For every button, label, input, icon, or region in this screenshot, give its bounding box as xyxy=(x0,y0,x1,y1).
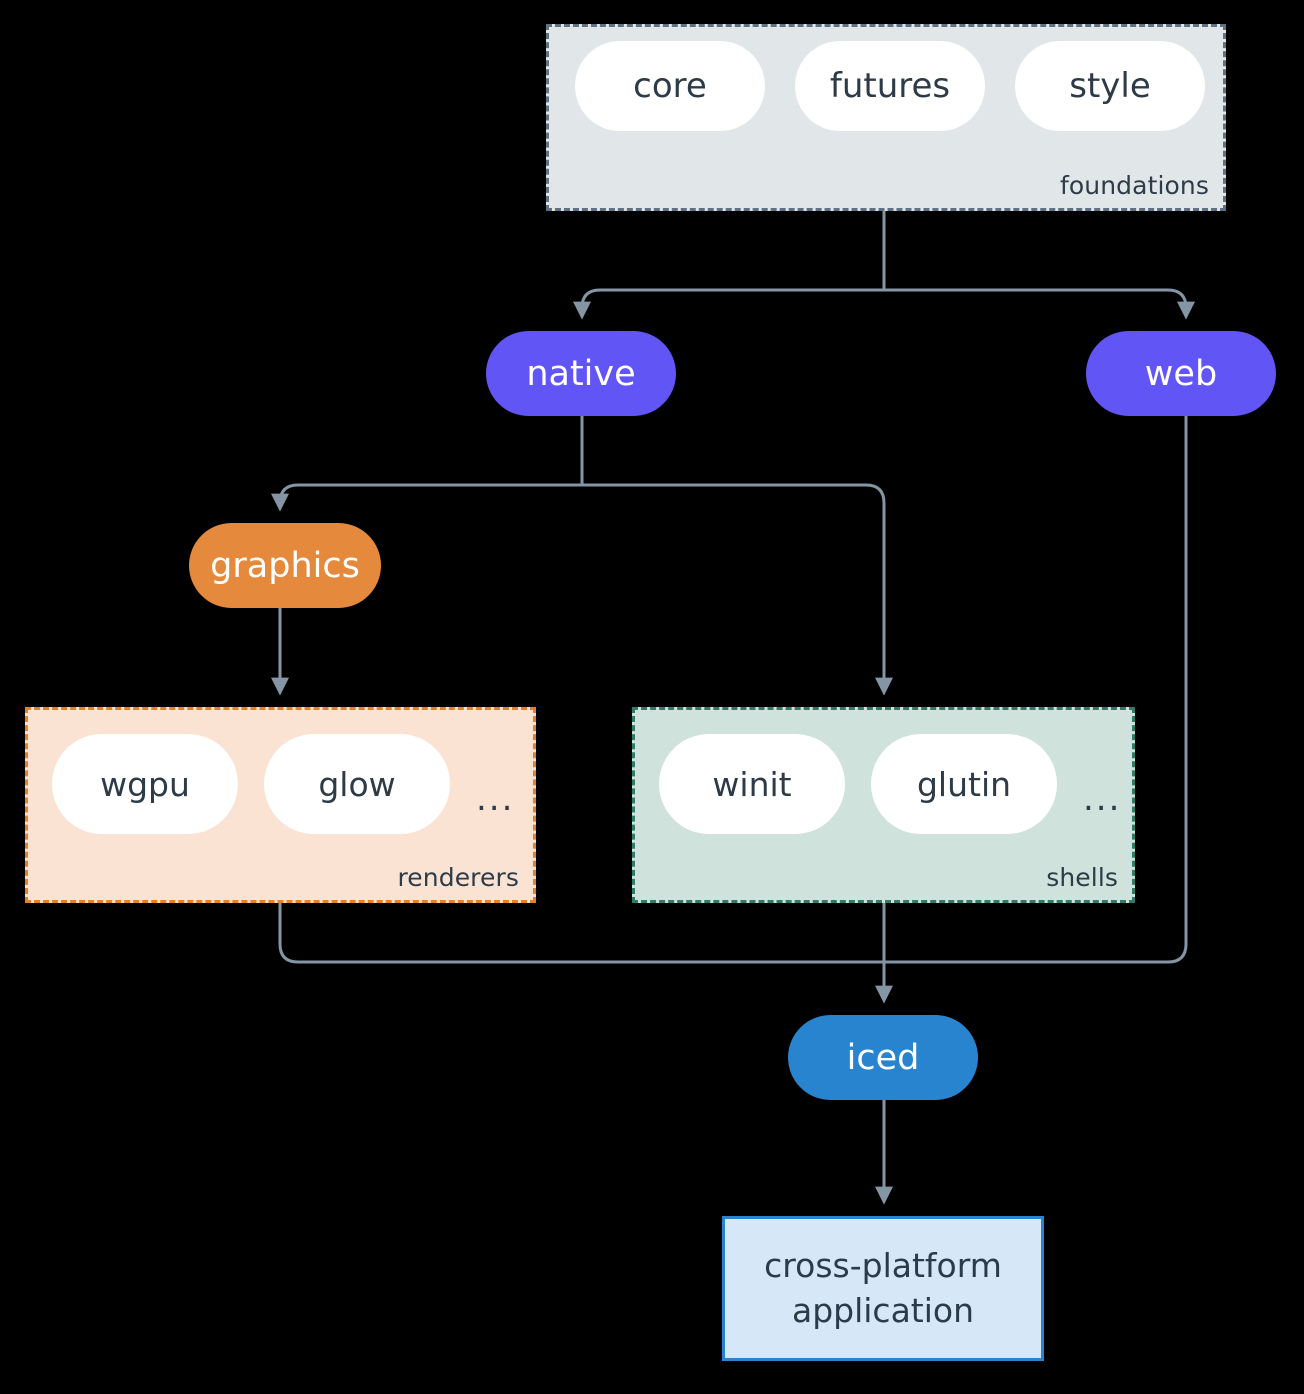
group-foundations: core futures style foundations xyxy=(546,24,1226,211)
node-cross-platform-application[interactable]: cross-platform application xyxy=(722,1216,1044,1361)
leaf-glutin[interactable]: glutin xyxy=(871,734,1057,834)
application-label-line2: application xyxy=(791,1290,975,1330)
shells-more-ellipsis: ... xyxy=(1083,779,1122,819)
leaf-wgpu[interactable]: wgpu xyxy=(52,734,238,834)
group-shells: winit glutin ... shells xyxy=(632,707,1135,903)
group-renderers: wgpu glow ... renderers xyxy=(25,707,536,903)
group-label-shells: shells xyxy=(1046,863,1118,892)
foundations-items: core futures style xyxy=(549,27,1205,145)
node-web[interactable]: web xyxy=(1086,331,1276,416)
node-iced[interactable]: iced xyxy=(788,1015,978,1100)
renderers-more-ellipsis: ... xyxy=(476,779,515,819)
node-native[interactable]: native xyxy=(486,331,676,416)
leaf-winit[interactable]: winit xyxy=(659,734,845,834)
leaf-futures[interactable]: futures xyxy=(795,41,985,131)
renderers-items: wgpu glow ... xyxy=(28,710,514,858)
node-graphics[interactable]: graphics xyxy=(189,523,381,608)
edge-foundations-to-platforms xyxy=(573,211,1195,320)
leaf-glow[interactable]: glow xyxy=(264,734,450,834)
leaf-core[interactable]: core xyxy=(575,41,765,131)
application-label-line1: cross-platform xyxy=(764,1245,1002,1285)
group-label-foundations: foundations xyxy=(1060,171,1209,200)
shells-items: winit glutin ... xyxy=(635,710,1121,858)
group-label-renderers: renderers xyxy=(397,863,519,892)
leaf-style[interactable]: style xyxy=(1015,41,1205,131)
